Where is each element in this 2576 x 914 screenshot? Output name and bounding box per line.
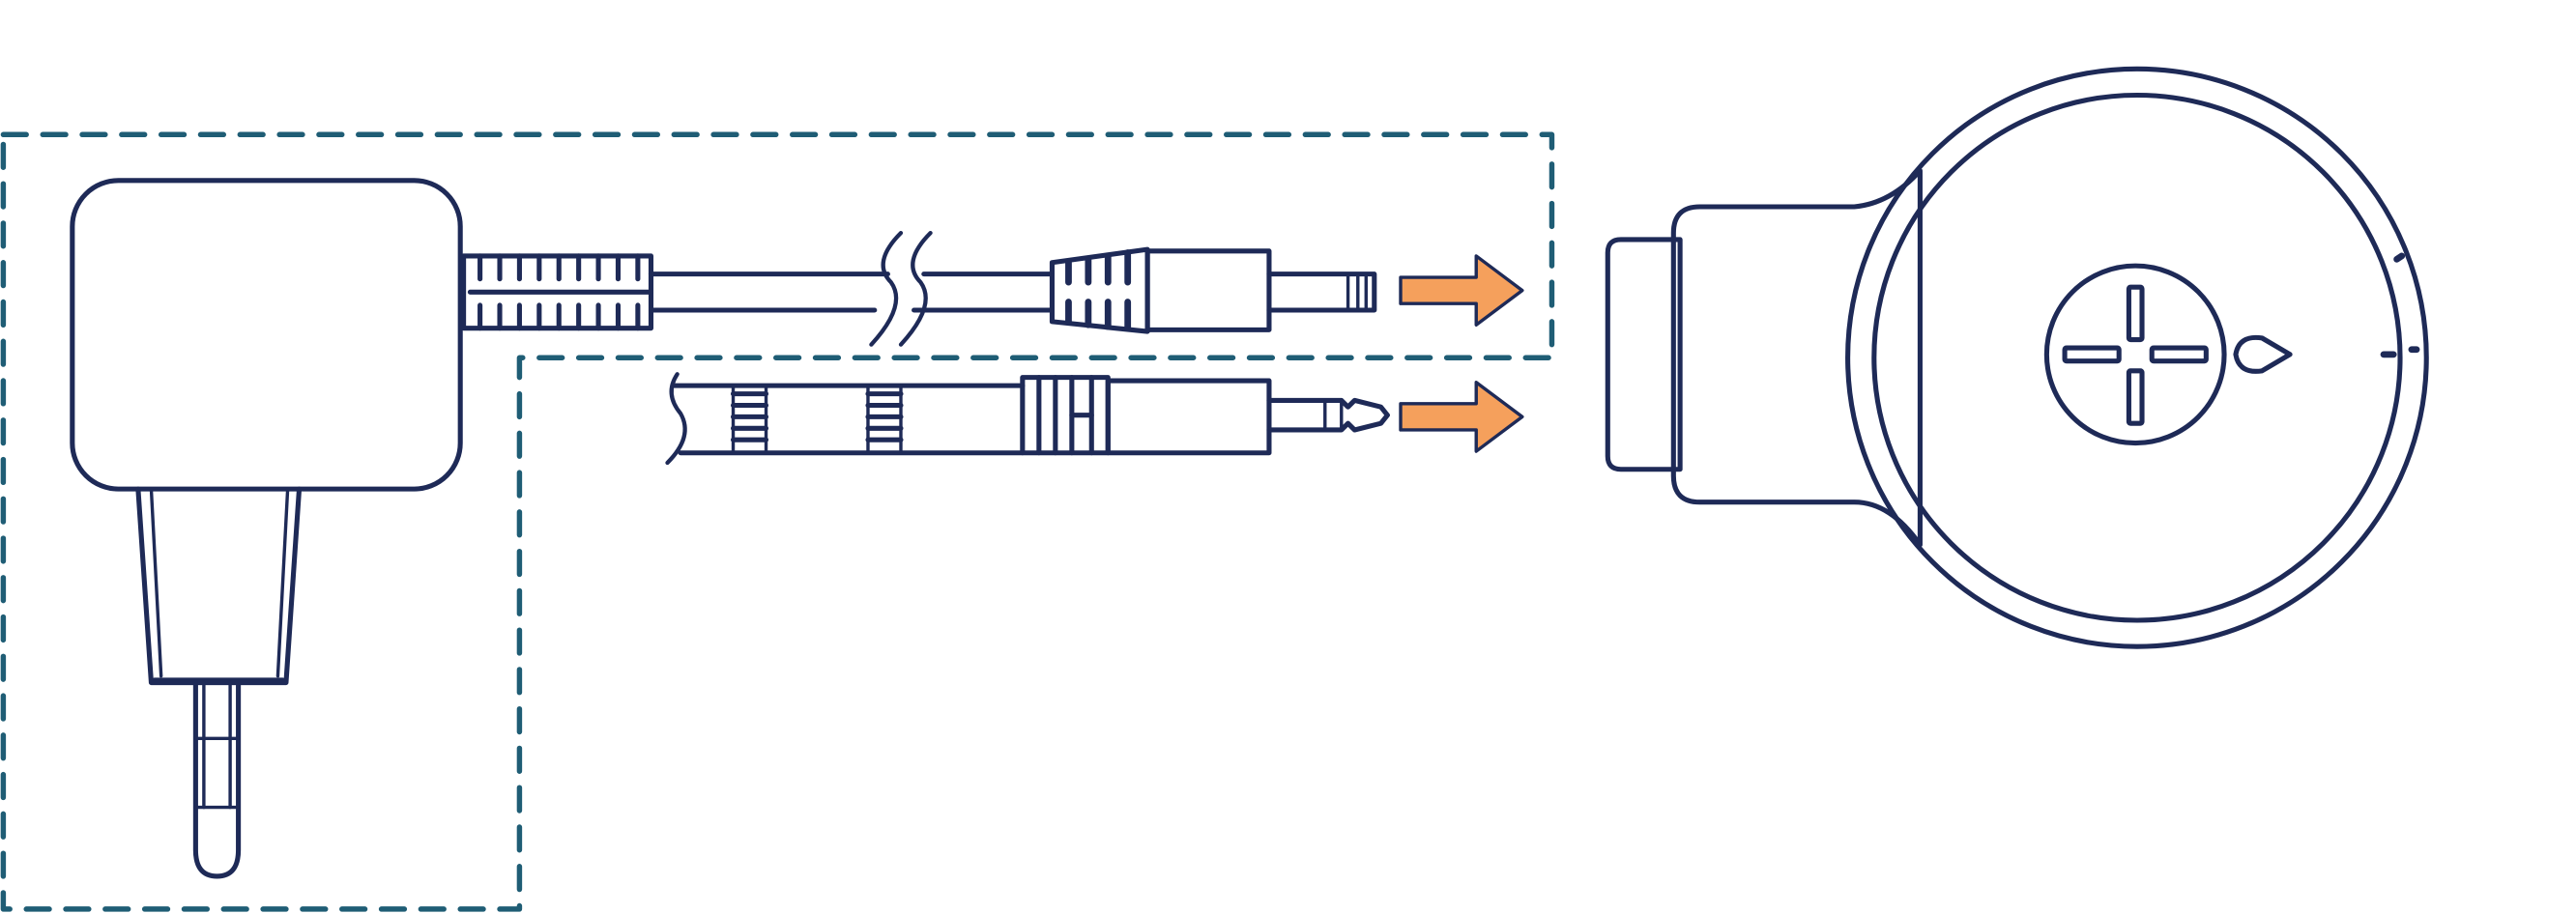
power-adapter-icon	[70, 178, 463, 879]
audio-connection-arrow	[1399, 381, 1524, 453]
adapter-and-cable-group-outline	[0, 131, 1555, 912]
strain-relief-ribs	[467, 253, 654, 331]
drop-indicator-icon	[2233, 334, 2293, 374]
power-connection-arrow	[1399, 254, 1524, 327]
power-cable	[461, 231, 1377, 347]
plus-button-icon	[2043, 263, 2227, 446]
device-icon	[1605, 66, 2429, 649]
arrow-icon	[1399, 254, 1524, 453]
audio-cable	[665, 372, 1390, 466]
cable-stripes	[730, 384, 904, 455]
